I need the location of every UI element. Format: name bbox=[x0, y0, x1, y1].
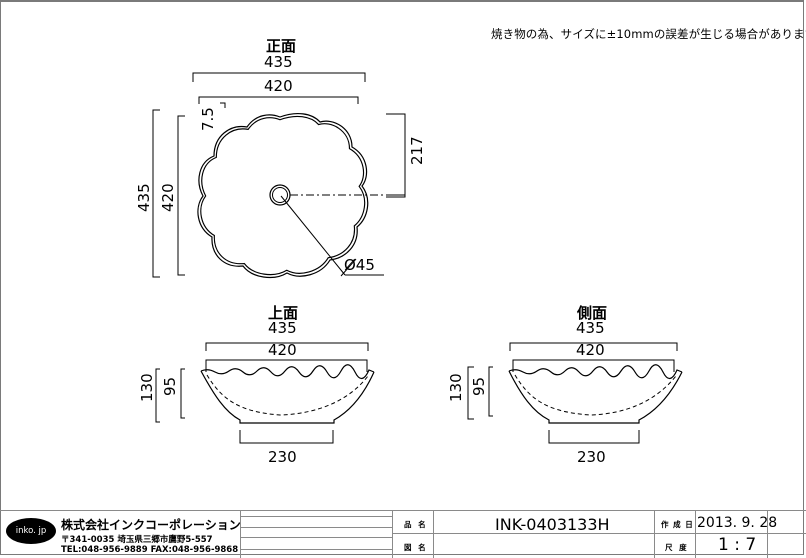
side-view-title: 側面 bbox=[577, 304, 608, 322]
created-date-value: 2013. 9. 28 bbox=[697, 515, 778, 531]
tolerance-note: 焼き物の為、サイズに±10mmの誤差が生じる場合があります bbox=[491, 27, 806, 41]
date-value-column bbox=[695, 511, 696, 558]
side-view-outline bbox=[467, 342, 683, 444]
front-view-title: 正面 bbox=[266, 37, 297, 55]
scale-label: 尺 度 bbox=[665, 543, 689, 552]
side-inner-width: 420 bbox=[576, 341, 605, 359]
company-contact: TEL:048-956-9889 FAX:048-956-9868 bbox=[61, 545, 239, 555]
top-inner-width: 420 bbox=[268, 341, 297, 359]
divider bbox=[240, 527, 392, 528]
side-outer-width: 435 bbox=[576, 319, 605, 337]
top-bowl-depth: 95 bbox=[161, 376, 179, 396]
drawing-name-label: 図 名 bbox=[404, 543, 428, 552]
side-total-height: 130 bbox=[447, 373, 465, 402]
drain-diameter: Ø45 bbox=[344, 256, 375, 274]
side-bowl-depth: 95 bbox=[470, 376, 488, 396]
company-name: 株式会社インクコーポレーション bbox=[61, 518, 241, 532]
front-height-dimensions bbox=[152, 102, 226, 278]
front-outer-height: 435 bbox=[135, 183, 153, 212]
blank-right-column bbox=[767, 511, 768, 558]
drain-offset: 217 bbox=[408, 136, 426, 165]
top-view-outline bbox=[155, 342, 375, 444]
front-view-outline bbox=[197, 112, 405, 279]
date-label-column bbox=[654, 511, 655, 558]
company-address: 〒341-0035 埼玉県三郷市鷹野5-557 bbox=[61, 535, 213, 545]
top-total-height: 130 bbox=[138, 373, 156, 402]
drain-offset-dimension bbox=[386, 113, 406, 198]
top-outer-width: 435 bbox=[268, 319, 297, 337]
scale-value: 1 : 7 bbox=[718, 535, 757, 555]
product-name-label: 品 名 bbox=[404, 520, 428, 529]
front-inner-height: 420 bbox=[159, 183, 177, 212]
label-column bbox=[392, 511, 393, 558]
created-date-label: 作 成 日 bbox=[661, 520, 694, 529]
top-base-width: 230 bbox=[268, 448, 297, 466]
divider bbox=[392, 533, 806, 534]
top-view-title: 上面 bbox=[268, 304, 299, 322]
title-block: inko. jp 株式会社インクコーポレーション 〒341-0035 埼玉県三郷… bbox=[0, 510, 806, 558]
divider bbox=[240, 549, 392, 550]
front-width-dimensions bbox=[192, 72, 366, 104]
divider bbox=[240, 516, 392, 517]
front-rim-width: 7.5 bbox=[199, 107, 217, 131]
front-inner-width: 420 bbox=[264, 77, 293, 95]
blank-cells bbox=[240, 511, 241, 558]
value-column bbox=[433, 511, 434, 558]
company-logo: inko. jp bbox=[6, 518, 56, 544]
product-name-value: INK-0403133H bbox=[495, 515, 610, 534]
front-outer-width: 435 bbox=[264, 53, 293, 71]
side-base-width: 230 bbox=[577, 448, 606, 466]
divider bbox=[240, 537, 392, 538]
